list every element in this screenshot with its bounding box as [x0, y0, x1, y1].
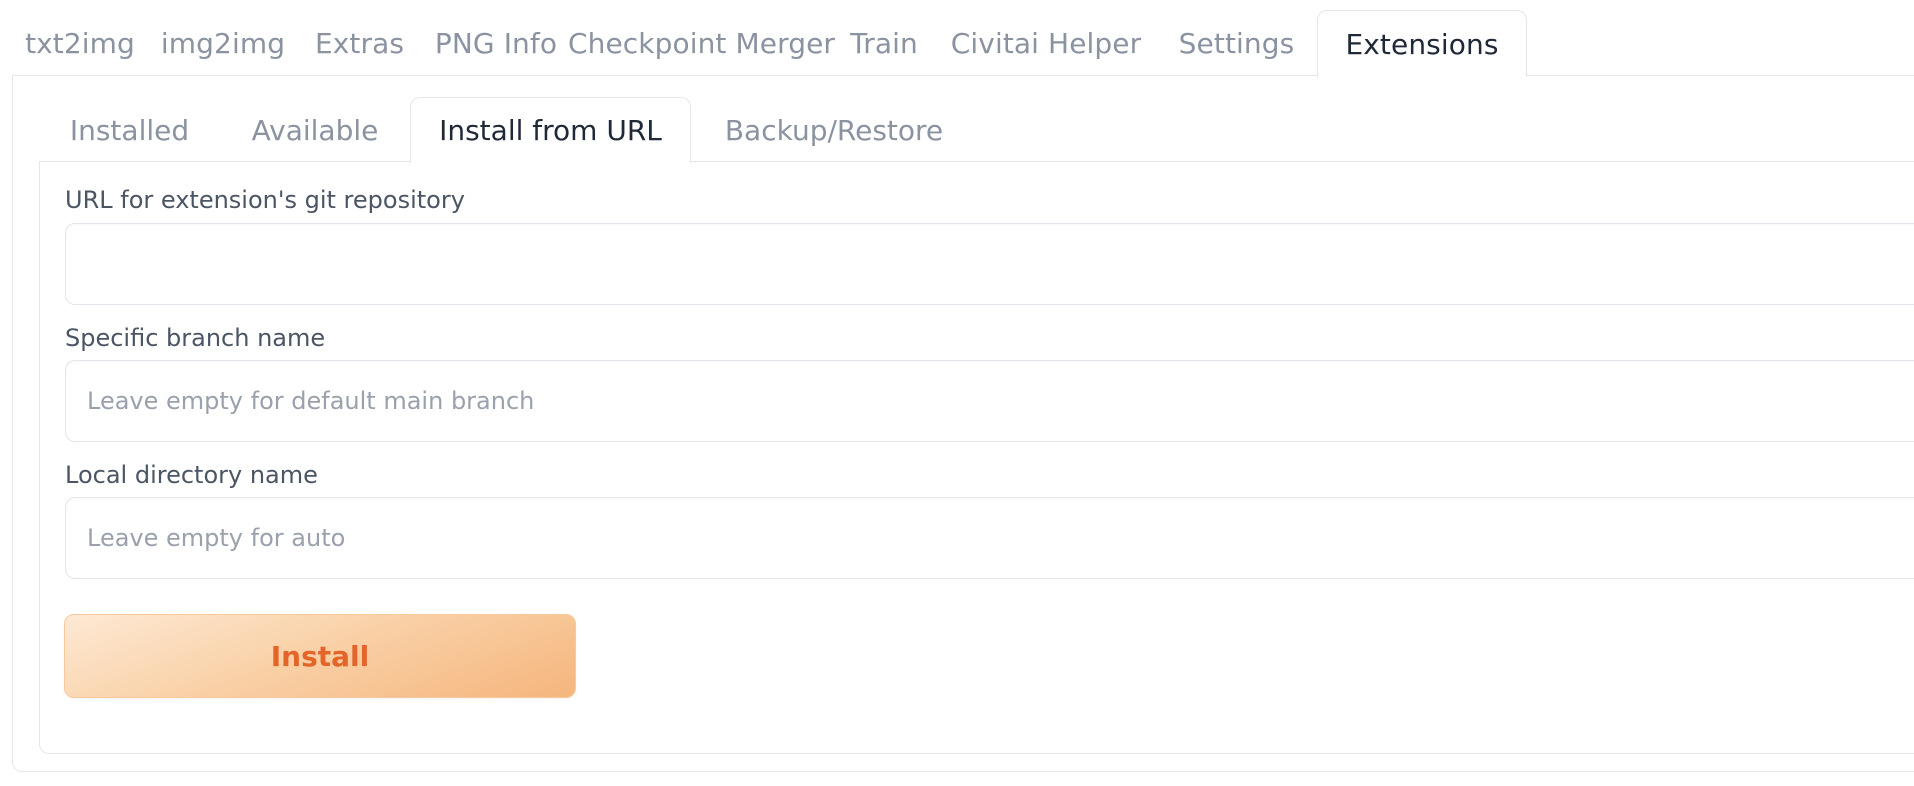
url-field-label: URL for extension's git repository	[65, 186, 465, 214]
main-tab-bar: txt2img img2img Extras PNG Info Checkpoi…	[12, 10, 1527, 77]
url-input[interactable]	[65, 223, 1914, 305]
branch-input[interactable]	[65, 360, 1914, 442]
tab-install-from-url[interactable]: Install from URL	[410, 97, 691, 163]
tab-available[interactable]: Available	[251, 113, 379, 147]
install-button[interactable]: Install	[64, 614, 576, 698]
tab-img2img[interactable]: img2img	[160, 27, 286, 60]
tab-checkpoint-merger[interactable]: Checkpoint Merger	[567, 27, 836, 60]
extensions-sub-tab-bar: Installed Available Install from URL Bac…	[39, 97, 977, 163]
tab-txt2img[interactable]: txt2img	[25, 27, 135, 60]
tab-extras[interactable]: Extras	[314, 27, 405, 60]
branch-field-label: Specific branch name	[65, 324, 326, 352]
directory-field-label: Local directory name	[65, 461, 318, 489]
tab-train[interactable]: Train	[850, 27, 918, 60]
tab-extensions[interactable]: Extensions	[1317, 10, 1527, 77]
tab-installed[interactable]: Installed	[69, 113, 190, 147]
tab-settings[interactable]: Settings	[1178, 27, 1295, 60]
tab-png-info[interactable]: PNG Info	[434, 27, 558, 60]
directory-input[interactable]	[65, 497, 1914, 579]
tab-backup-restore[interactable]: Backup/Restore	[724, 113, 944, 147]
tab-civitai-helper[interactable]: Civitai Helper	[950, 27, 1142, 60]
